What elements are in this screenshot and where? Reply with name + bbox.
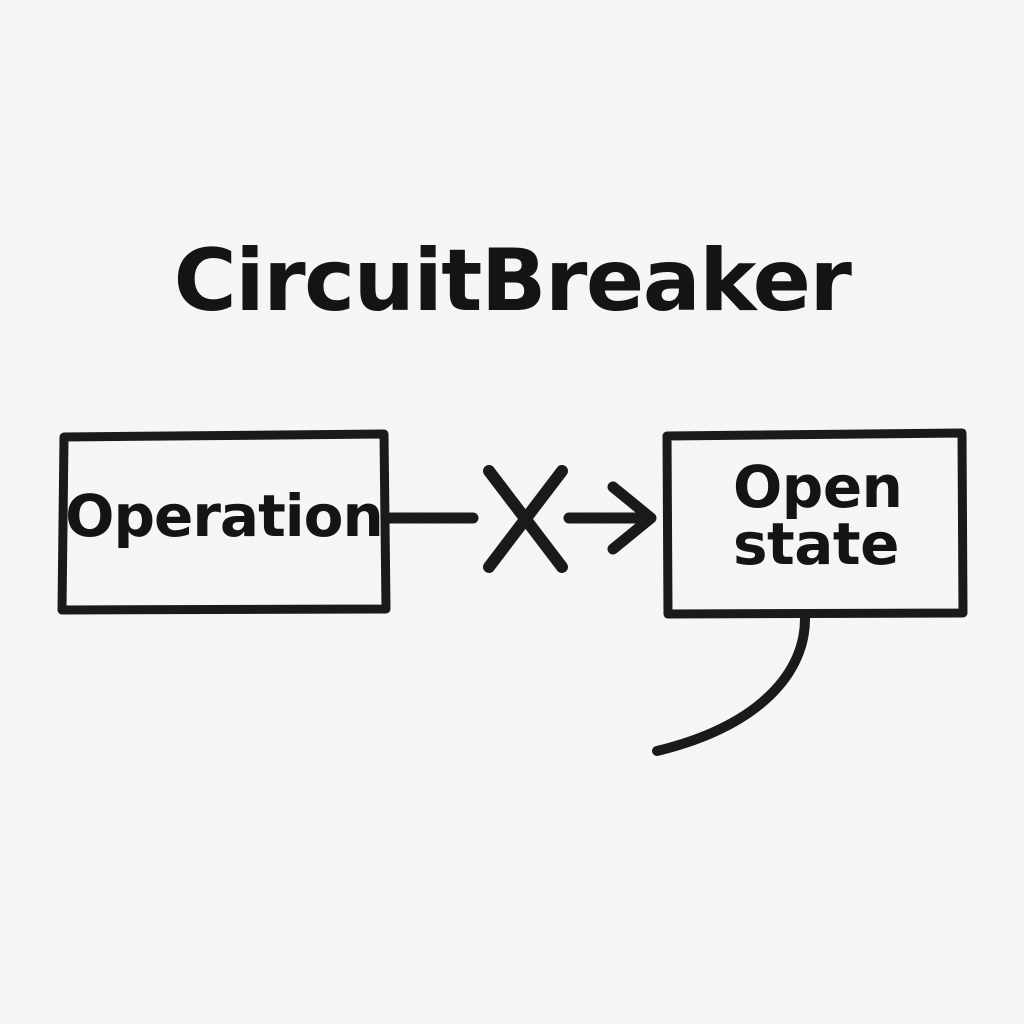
- node-open-state-box[interactable]: [662, 428, 968, 619]
- curved-tail-icon: [652, 612, 811, 756]
- x-cross-icon: [483, 465, 568, 573]
- arrow-right-icon: [563, 481, 657, 555]
- node-open-state-label: Open state: [733, 453, 903, 578]
- node-operation-label: Operation: [65, 482, 384, 550]
- node-operation-box[interactable]: [57, 429, 391, 615]
- page-title: CircuitBreaker: [173, 231, 852, 331]
- node-open-state-label-line-1: Open: [733, 453, 903, 521]
- node-open-state-label-line-2: state: [733, 509, 899, 578]
